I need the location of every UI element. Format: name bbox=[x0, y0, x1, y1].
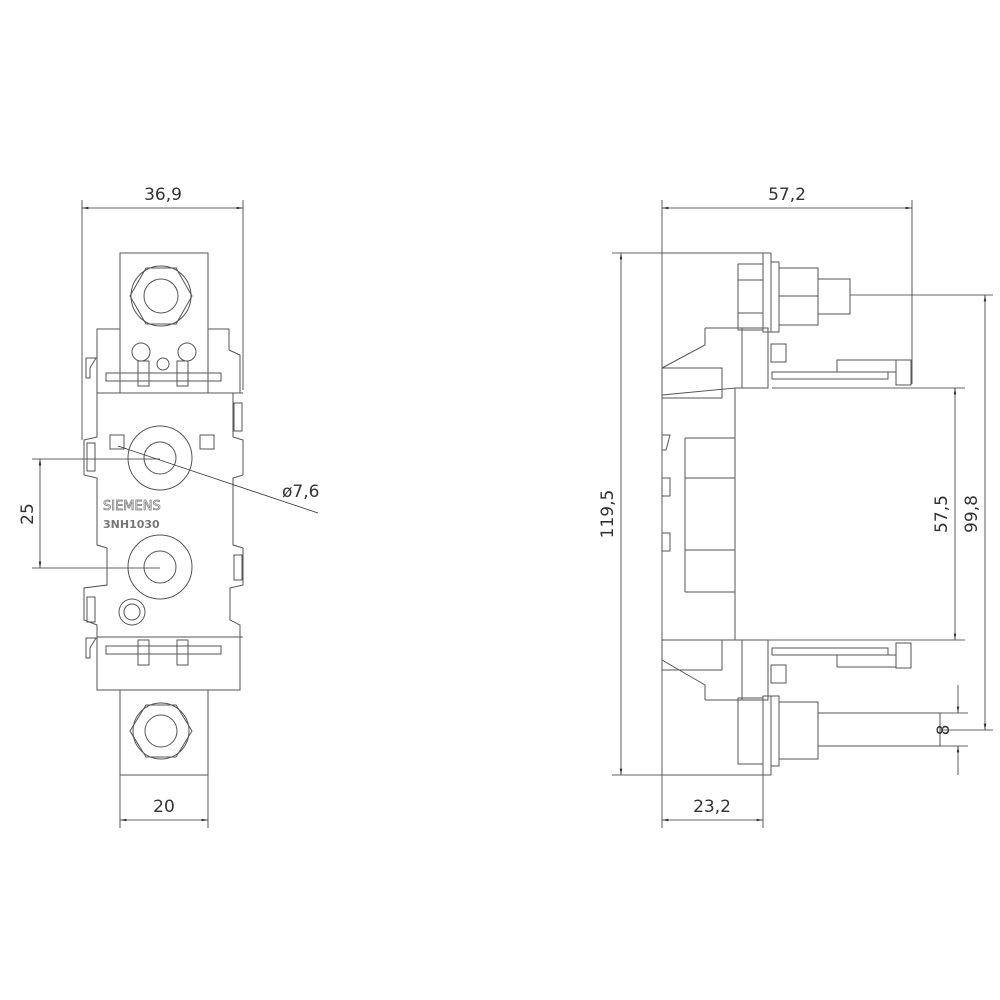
upper-hole bbox=[127, 425, 193, 491]
dim-height-total: 119,5 bbox=[598, 490, 618, 539]
model-number: 3NH1030 bbox=[103, 518, 160, 531]
dim-terminal-width: 20 bbox=[153, 797, 175, 817]
dim-width-total: 36,9 bbox=[144, 185, 182, 205]
brand-logo: SIEMENS bbox=[103, 499, 161, 514]
dim-inner-height: 57,5 bbox=[932, 495, 952, 533]
dim-hole-diameter: ø7,6 bbox=[282, 482, 319, 502]
side-view: 57,2 119,5 23,2 57,5 99,8 8 bbox=[598, 185, 993, 828]
front-view: SIEMENS 3NH1030 36,9 20 25 ø7,6 bbox=[18, 185, 319, 828]
dim-depth-total: 57,2 bbox=[768, 185, 806, 205]
dim-hole-spacing: 25 bbox=[18, 503, 38, 525]
dim-base-depth: 23,2 bbox=[693, 797, 731, 817]
dim-stud-spacing: 99,8 bbox=[962, 495, 982, 533]
lower-hole bbox=[127, 534, 193, 600]
dim-stud-diameter: 8 bbox=[934, 725, 954, 736]
